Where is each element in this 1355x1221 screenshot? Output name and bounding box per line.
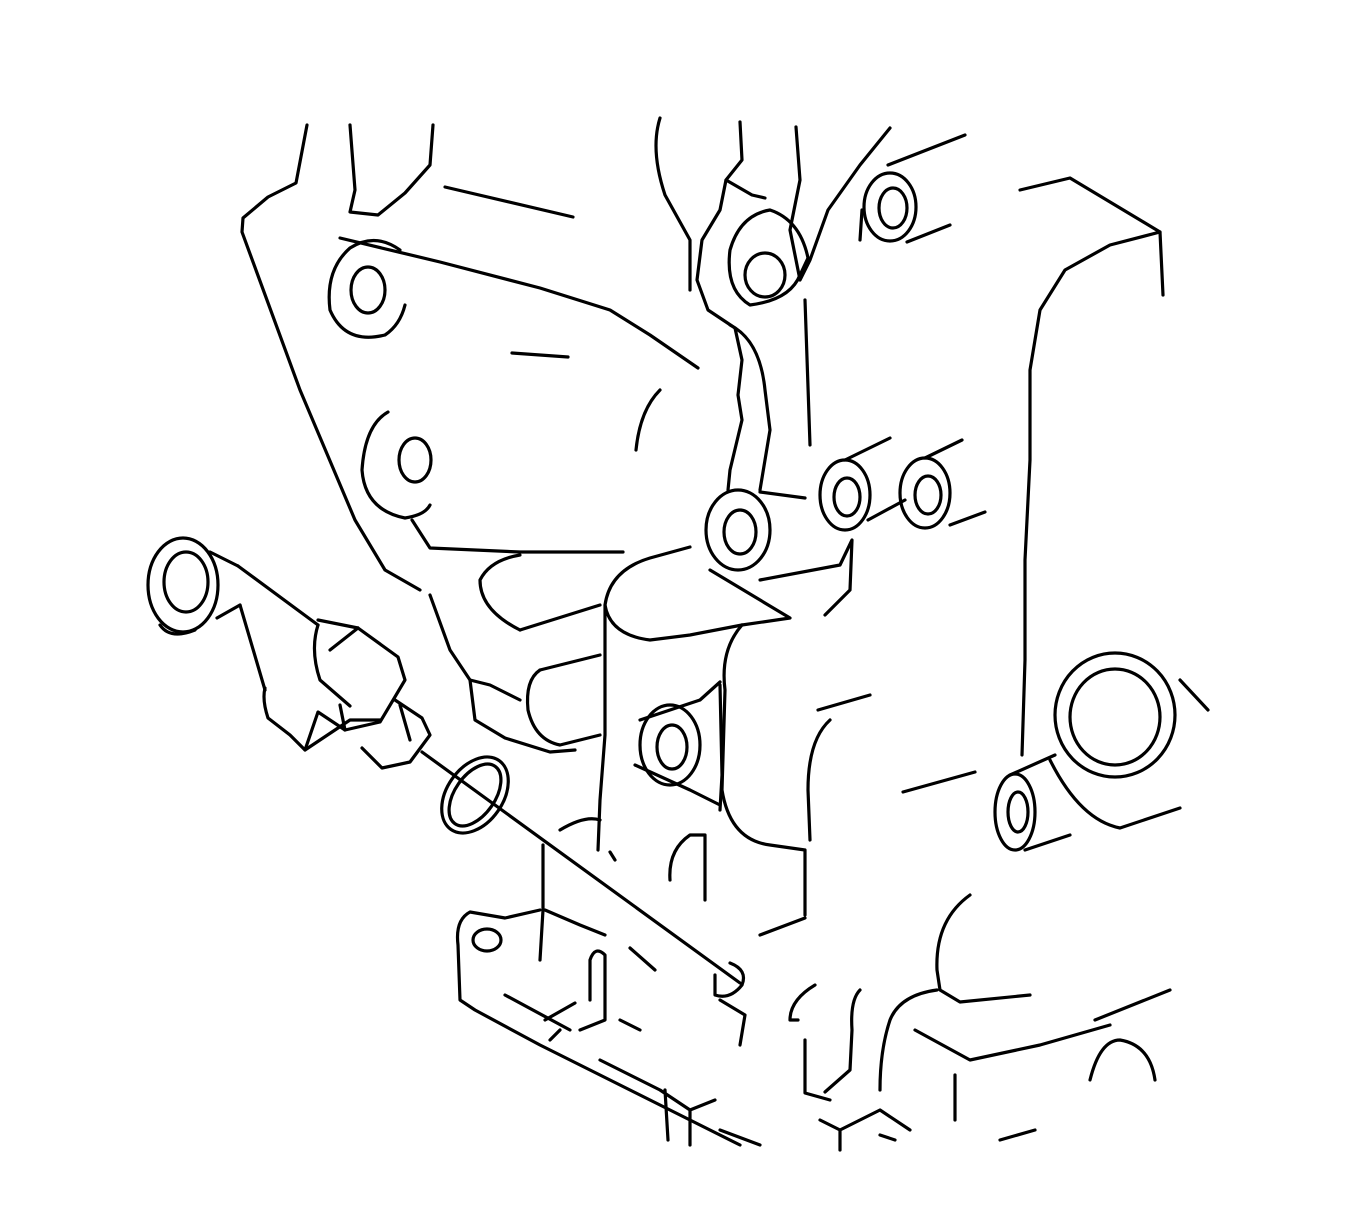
valve-body-lower xyxy=(428,553,872,962)
sensor-mounting-hole xyxy=(713,961,746,998)
mounting-boss-center xyxy=(603,488,854,642)
lower-flange xyxy=(455,908,762,1147)
housing-outline xyxy=(240,116,1165,757)
sensor-probe xyxy=(420,750,742,985)
sensor-body xyxy=(146,536,432,770)
mounting-boss-left xyxy=(360,410,433,520)
port-boss-right xyxy=(901,651,1210,852)
tube-fitting-top xyxy=(858,171,918,243)
tube-fittings-middle xyxy=(758,436,987,532)
o-ring xyxy=(440,755,510,835)
lower-right-housing xyxy=(788,893,1172,1152)
mounting-boss-upper-center xyxy=(727,208,810,307)
mounting-boss-upper-left xyxy=(327,238,407,339)
